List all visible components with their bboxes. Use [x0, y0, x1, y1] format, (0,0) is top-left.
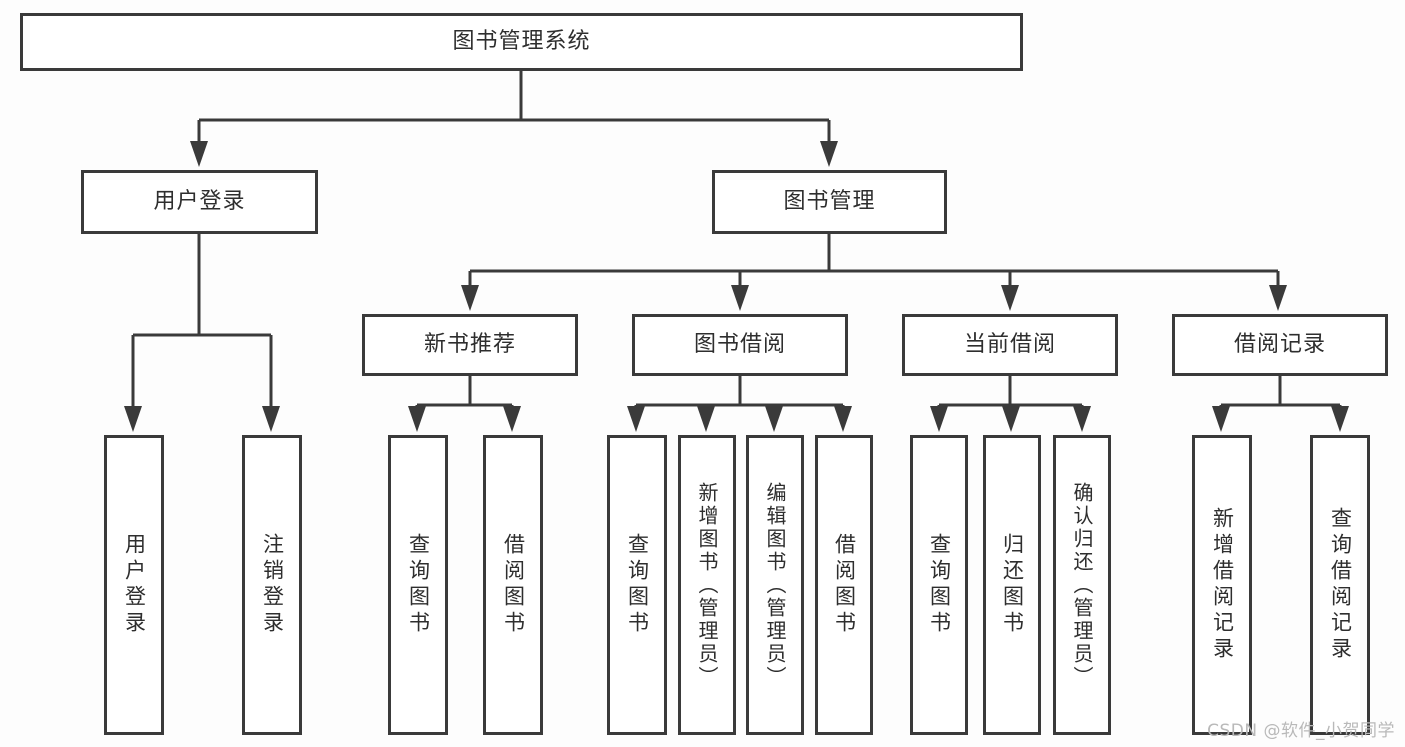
arrowhead-current-split-1 — [1002, 406, 1020, 432]
arrowhead-rec-split-0 — [408, 406, 426, 432]
arrowhead-borrow-split-0 — [627, 406, 645, 432]
node-label-root: 图书管理系统 — [452, 29, 591, 55]
node-current-borrow[interactable]: 当前借阅 — [902, 314, 1118, 376]
node-label-borrow-record: 借阅记录 — [1233, 332, 1326, 358]
node-label-book-borrow: 图书借阅 — [693, 332, 786, 358]
node-leaf-rec-add[interactable]: 新增借阅记录 — [1192, 435, 1252, 735]
node-label-leaf-brw-query: 查询图书 — [625, 533, 650, 637]
arrowhead-root-split-0 — [190, 141, 208, 167]
arrowhead-book-manage-split-3 — [1269, 285, 1287, 311]
node-label-leaf-brw-edit: 编辑图书（管理员） — [763, 481, 787, 689]
node-leaf-user-login[interactable]: 用户登录 — [104, 435, 164, 735]
arrowhead-record-split-0 — [1212, 406, 1230, 432]
node-leaf-cur-return[interactable]: 归还图书 — [983, 435, 1041, 735]
node-book-manage[interactable]: 图书管理 — [712, 170, 947, 234]
node-label-new-book-rec: 新书推荐 — [423, 332, 516, 358]
node-label-current-borrow: 当前借阅 — [963, 332, 1056, 358]
arrowhead-borrow-split-2 — [765, 406, 783, 432]
node-label-leaf-cur-return: 归还图书 — [1000, 533, 1025, 637]
node-label-leaf-cur-query: 查询图书 — [927, 533, 952, 637]
arrowhead-user-login-split-1 — [262, 406, 280, 432]
node-label-leaf-rec-borrow: 借阅图书 — [501, 533, 526, 637]
arrowhead-borrow-split-1 — [697, 406, 715, 432]
node-leaf-brw-lend[interactable]: 借阅图书 — [815, 435, 873, 735]
node-new-book-rec[interactable]: 新书推荐 — [362, 314, 578, 376]
node-leaf-cur-query[interactable]: 查询图书 — [910, 435, 968, 735]
arrowhead-root-split-1 — [820, 141, 838, 167]
arrowhead-user-login-split-0 — [124, 406, 142, 432]
arrowhead-rec-split-1 — [503, 406, 521, 432]
node-leaf-user-logout[interactable]: 注销登录 — [242, 435, 302, 735]
node-leaf-cur-confirm[interactable]: 确认归还（管理员） — [1053, 435, 1111, 735]
node-leaf-brw-edit[interactable]: 编辑图书（管理员） — [746, 435, 804, 735]
node-label-leaf-rec-search: 查询借阅记录 — [1328, 507, 1353, 663]
node-label-leaf-rec-add: 新增借阅记录 — [1210, 507, 1235, 663]
node-label-leaf-brw-add: 新增图书（管理员） — [695, 481, 719, 689]
node-label-leaf-rec-query: 查询图书 — [406, 533, 431, 637]
node-label-leaf-brw-lend: 借阅图书 — [832, 533, 857, 637]
node-book-borrow[interactable]: 图书借阅 — [632, 314, 848, 376]
arrowhead-book-manage-split-1 — [731, 285, 749, 311]
arrowhead-current-split-2 — [1073, 406, 1091, 432]
arrowhead-record-split-1 — [1331, 406, 1349, 432]
node-leaf-brw-add[interactable]: 新增图书（管理员） — [678, 435, 736, 735]
node-label-leaf-user-logout: 注销登录 — [260, 533, 285, 637]
node-label-book-manage: 图书管理 — [783, 189, 876, 215]
node-borrow-record[interactable]: 借阅记录 — [1172, 314, 1388, 376]
node-user-login[interactable]: 用户登录 — [81, 170, 318, 234]
node-leaf-rec-borrow[interactable]: 借阅图书 — [483, 435, 543, 735]
arrowhead-book-manage-split-2 — [1001, 285, 1019, 311]
node-leaf-rec-query[interactable]: 查询图书 — [388, 435, 448, 735]
node-label-user-login: 用户登录 — [153, 189, 246, 215]
arrowhead-current-split-0 — [930, 406, 948, 432]
node-label-leaf-user-login: 用户登录 — [122, 533, 147, 637]
arrowhead-book-manage-split-0 — [461, 285, 479, 311]
node-leaf-rec-search[interactable]: 查询借阅记录 — [1310, 435, 1370, 735]
watermark-text: CSDN @软件_小贺同学 — [1207, 721, 1395, 741]
node-root[interactable]: 图书管理系统 — [20, 13, 1023, 71]
node-label-leaf-cur-confirm: 确认归还（管理员） — [1070, 481, 1094, 689]
arrowhead-borrow-split-3 — [834, 406, 852, 432]
node-leaf-brw-query[interactable]: 查询图书 — [607, 435, 667, 735]
